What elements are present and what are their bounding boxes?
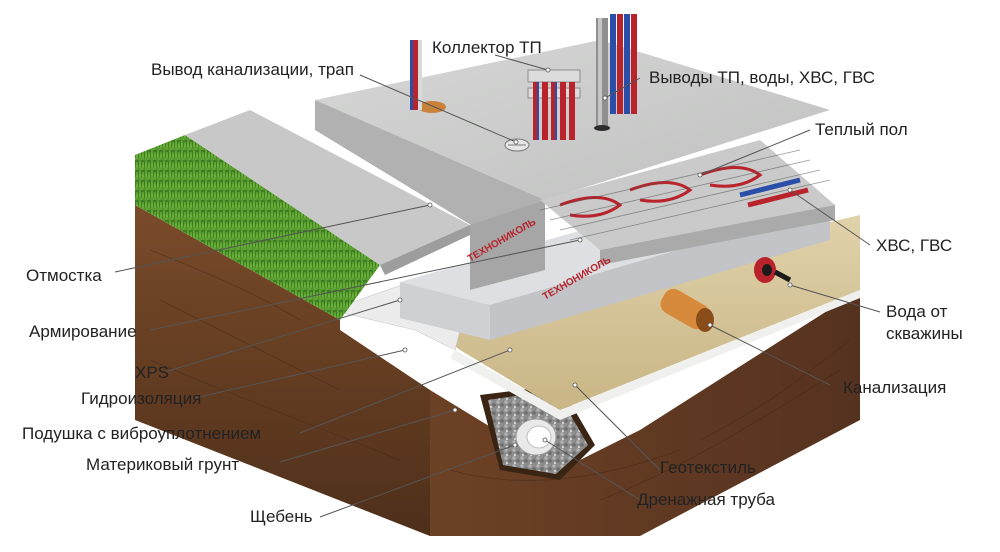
sewer-outlet bbox=[410, 40, 446, 113]
label-materikovyi-grunt: Материковый грунт bbox=[86, 455, 240, 474]
label-podushka: Подушка с виброуплотнением bbox=[22, 424, 262, 443]
label-shcheben: Щебень bbox=[250, 507, 313, 526]
slab-front-wall bbox=[470, 200, 545, 290]
utility-risers bbox=[594, 14, 637, 131]
label-kanalizaciya: Канализация bbox=[843, 378, 947, 397]
floor-slab-top bbox=[540, 140, 835, 250]
label-drenazhnaya-truba: Дренажная труба bbox=[637, 490, 775, 509]
label-xps: XPS bbox=[135, 363, 170, 382]
hvs-gvs-pipes bbox=[739, 177, 809, 208]
blind-area-side bbox=[380, 225, 470, 275]
leader-lines bbox=[114, 54, 881, 518]
label-geotekstil: Геотекстиль bbox=[660, 458, 756, 477]
label-hvs-gvs: ХВС, ГВС bbox=[876, 236, 953, 255]
label-teplyi-pol: Теплый пол bbox=[815, 120, 908, 139]
label-kollektor-tp: Коллектор ТП bbox=[432, 38, 542, 57]
label-vyvody-tp: Выводы ТП, воды, ХВС, ГВС bbox=[649, 68, 875, 87]
blind-area-top bbox=[185, 110, 470, 265]
xps-front bbox=[400, 282, 490, 340]
label-voda-ot-skvazhiny-1: Вода от bbox=[886, 302, 948, 321]
label-vyvod-kanalizacii: Вывод канализации, трап bbox=[151, 60, 354, 79]
rebar-mesh bbox=[539, 149, 831, 241]
soil-left-face bbox=[135, 205, 430, 536]
sand-cushion bbox=[420, 215, 860, 410]
label-gidroizolyaciya: Гидроизоляция bbox=[81, 389, 202, 408]
well-water-pipe bbox=[754, 257, 792, 283]
label-otmostka: Отмостка bbox=[26, 266, 102, 285]
floor-drain bbox=[504, 138, 530, 152]
floor-slab-side bbox=[600, 205, 835, 265]
label-voda-ot-skvazhiny-2: скважины bbox=[886, 324, 963, 343]
xps-side bbox=[490, 205, 830, 340]
leader-dots bbox=[397, 67, 793, 448]
heating-manifold bbox=[527, 69, 581, 140]
drain-pipe-inner bbox=[526, 425, 552, 449]
grass bbox=[135, 135, 380, 320]
label-armirovanie: Армирование bbox=[29, 322, 137, 341]
